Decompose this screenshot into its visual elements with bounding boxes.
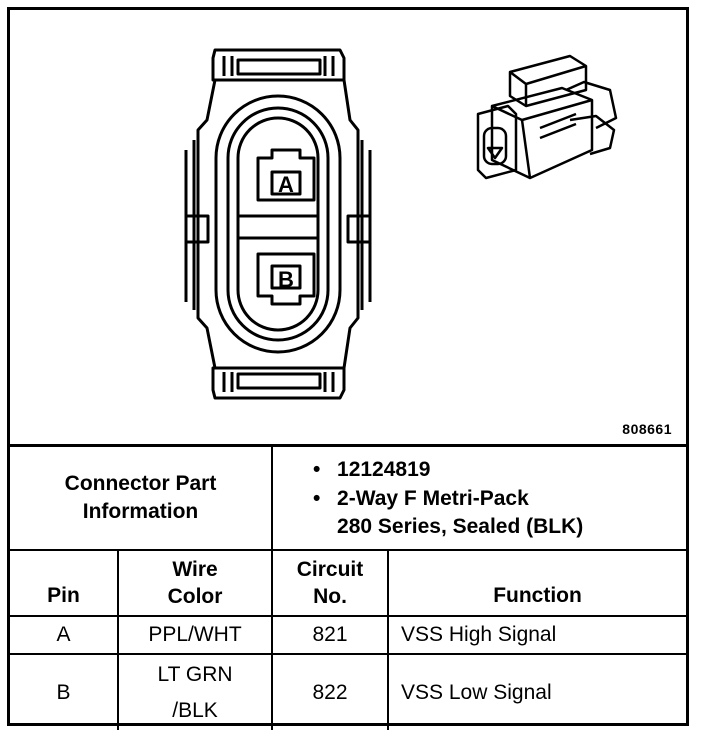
function-cell: VSS Low Signal <box>387 653 687 730</box>
wire-color-cell: PPL/WHT <box>116 615 274 655</box>
connector-face-view <box>184 48 372 400</box>
connector-table: Connector Part Information •12124819 •2-… <box>10 444 687 730</box>
part-number-line: •12124819 <box>313 458 431 481</box>
connector-figure: A B 808661 <box>10 10 686 446</box>
pin-b-label: B <box>278 267 294 292</box>
function-cell: VSS High Signal <box>387 615 687 655</box>
connector-info-row: Connector Part Information •12124819 •2-… <box>10 444 687 551</box>
col-header-circuit: Circuit No. <box>271 549 390 617</box>
col-header-wire-color: Wire Color <box>116 549 274 617</box>
pin-cell: A <box>10 615 119 655</box>
circuit-cell: 821 <box>271 615 390 655</box>
table-row: A PPL/WHT 821 VSS High Signal <box>10 615 687 655</box>
connector-iso-view <box>476 54 618 180</box>
connector-part-details: •12124819 •2-Way F Metri-Pack 280 Series… <box>271 444 687 551</box>
diagram-frame: A B 808661 Connector Part Information •1… <box>7 7 689 730</box>
col-header-function: Function <box>387 549 687 617</box>
description-line-2: 280 Series, Sealed (BLK) <box>337 515 584 538</box>
table-row: B LT GRN /BLK 822 VSS Low Signal <box>10 653 687 730</box>
description-line: •2-Way F Metri-Pack <box>313 487 529 510</box>
pin-cell: B <box>10 653 119 730</box>
figure-id: 808661 <box>622 421 672 437</box>
wire-color-cell: LT GRN /BLK <box>116 653 274 730</box>
connector-info-heading: Connector Part Information <box>10 444 274 551</box>
connector-drawing: A B <box>184 48 618 400</box>
pin-a-label: A <box>278 172 294 197</box>
table-header-row: Pin Wire Color Circuit No. Function <box>10 549 687 617</box>
circuit-cell: 822 <box>271 653 390 730</box>
col-header-pin: Pin <box>10 549 119 617</box>
